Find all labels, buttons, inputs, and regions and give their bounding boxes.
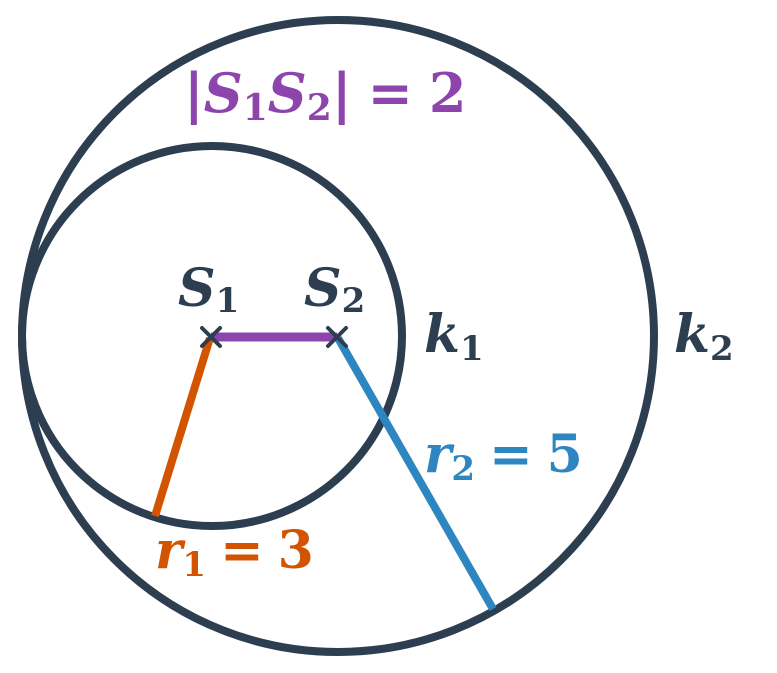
label-k2: k2 bbox=[674, 304, 734, 369]
radius-r2-segment bbox=[334, 336, 497, 611]
label-s1: S1 bbox=[178, 258, 239, 321]
center-s1-mark bbox=[200, 326, 222, 348]
label-s2: S2 bbox=[304, 258, 365, 321]
label-k1: k1 bbox=[424, 304, 484, 369]
center-s2-mark bbox=[326, 326, 348, 348]
label-distance: |S1S2|=2 bbox=[184, 61, 466, 129]
circle-k1 bbox=[18, 142, 406, 530]
label-r1: r1=3 bbox=[155, 520, 314, 585]
radius-r1-segment bbox=[151, 336, 214, 518]
label-r2: r2=5 bbox=[424, 424, 583, 489]
